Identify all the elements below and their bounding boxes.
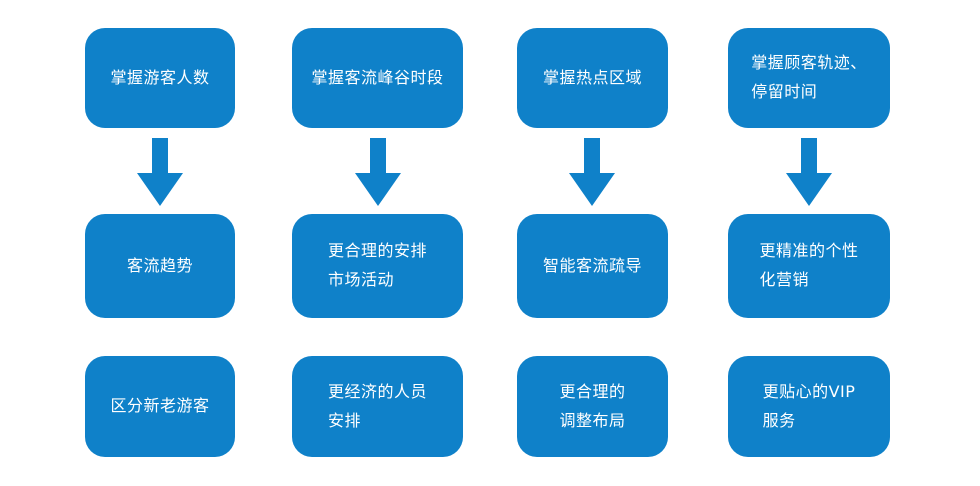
arrow-head — [355, 173, 401, 206]
flow-box-label: 更经济的人员 安排 — [327, 381, 427, 430]
flow-box-customer-track: 掌握顾客轨迹、 停留时间 — [728, 28, 890, 128]
flow-box-peak-valley: 掌握客流峰谷时段 — [292, 28, 463, 128]
arrow-head — [569, 173, 615, 206]
flow-box-label: 掌握顾客轨迹、 停留时间 — [751, 53, 867, 101]
flow-box-visitor-count: 掌握游客人数 — [85, 28, 235, 128]
flow-box-hotspot-areas: 掌握热点区域 — [517, 28, 668, 128]
arrow-shaft — [152, 138, 168, 174]
flow-box-personalized-marketing: 更精准的个性 化营销 — [728, 214, 890, 318]
flow-box-layout-adjustment: 更合理的 调整布局 — [517, 356, 668, 457]
down-arrow-icon — [569, 138, 615, 206]
flow-box-label: 智能客流疏导 — [542, 255, 642, 275]
arrow-shaft — [370, 138, 386, 174]
flow-box-label: 更精准的个性 化营销 — [759, 241, 859, 289]
flow-box-smart-diversion: 智能客流疏导 — [517, 214, 668, 318]
down-arrow-icon — [355, 138, 401, 206]
flow-box-label: 掌握热点区域 — [542, 67, 642, 87]
down-arrow-icon — [137, 138, 183, 206]
arrow-shaft — [584, 138, 600, 174]
down-arrow-icon — [786, 138, 832, 206]
arrow-head — [137, 173, 183, 206]
flow-box-label: 客流趋势 — [126, 255, 193, 275]
flow-box-label: 掌握客流峰谷时段 — [311, 67, 444, 87]
flow-box-flow-trend: 客流趋势 — [85, 214, 235, 318]
flow-box-staff-arrangement: 更经济的人员 安排 — [292, 356, 463, 457]
arrow-head — [786, 173, 832, 206]
flow-box-new-old-visitors: 区分新老游客 — [85, 356, 235, 457]
flow-box-label: 区分新老游客 — [110, 396, 210, 416]
flow-box-market-activities: 更合理的安排 市场活动 — [292, 214, 463, 318]
flow-box-label: 更合理的 调整布局 — [559, 381, 626, 430]
flow-box-vip-service: 更贴心的VIP 服务 — [728, 356, 890, 457]
flow-box-label: 更贴心的VIP 服务 — [762, 381, 856, 430]
flow-box-label: 更合理的安排 市场活动 — [327, 241, 427, 289]
arrow-shaft — [801, 138, 817, 174]
flow-box-label: 掌握游客人数 — [110, 67, 210, 87]
